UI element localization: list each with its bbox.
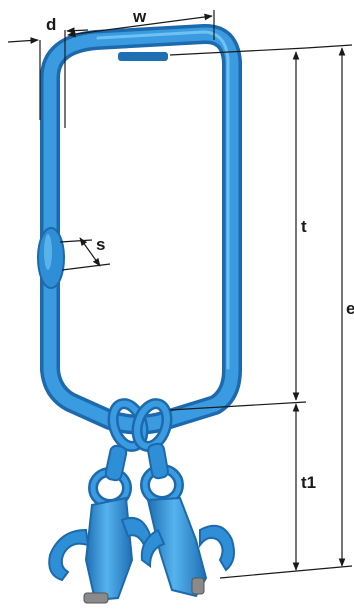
dimension-e: e: [219, 44, 354, 579]
master-link: [37, 24, 242, 435]
marking-plate: [118, 52, 168, 61]
dimension-t-label: t: [301, 217, 307, 236]
dimension-t1: t1: [292, 403, 316, 571]
right-grab-hook: [140, 442, 235, 598]
dimension-d-label: d: [46, 15, 56, 34]
dimension-t: t: [169, 47, 307, 411]
dimension-e-label: e: [346, 299, 354, 318]
dimension-s-label: s: [96, 235, 105, 254]
left-grab-hook: [48, 444, 152, 604]
dimension-w: w: [67, 7, 215, 40]
intermediate-links: [107, 398, 173, 452]
dimension-s: s: [59, 235, 111, 271]
dimension-w-label: w: [132, 7, 147, 26]
dimension-t1-label: t1: [301, 473, 316, 492]
